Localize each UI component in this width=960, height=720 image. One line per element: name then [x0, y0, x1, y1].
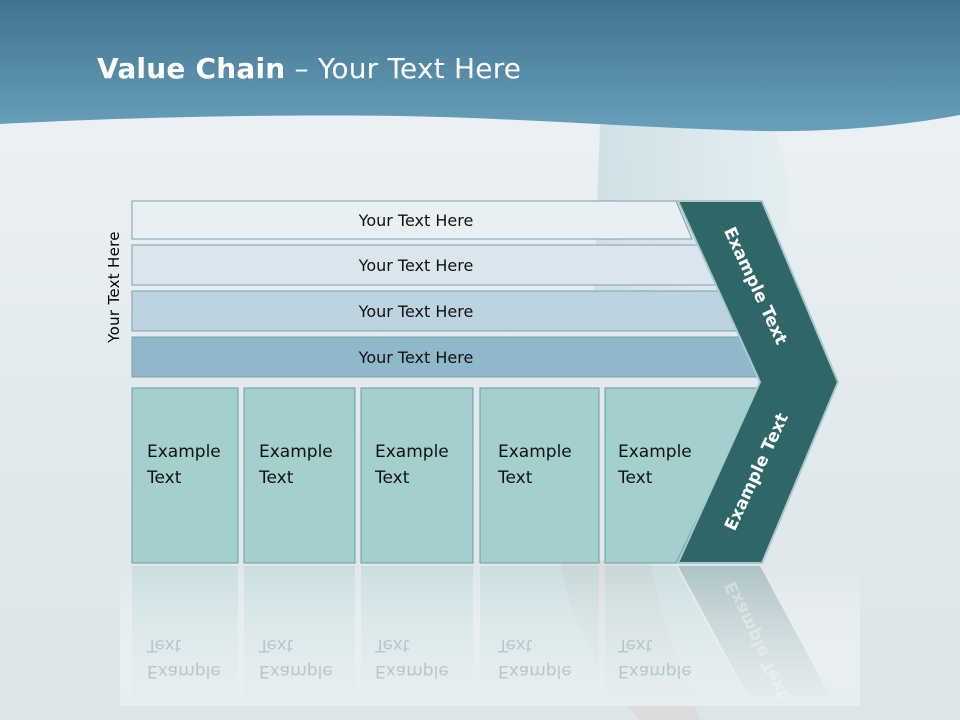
cell-line: Example — [375, 661, 449, 681]
cell-line: Example — [147, 661, 221, 681]
primary-cell-5 — [604, 387, 761, 564]
primary-cell-4 — [479, 387, 600, 564]
cell-line: Example — [259, 442, 333, 462]
title-rest: – Your Text Here — [285, 52, 522, 85]
title-bold: Value Chain — [97, 52, 286, 85]
reflection-text-4: Example Text — [498, 632, 572, 684]
primary-cell-3 — [360, 387, 474, 564]
cell-line: Text — [498, 635, 533, 655]
support-bar-label-2: Your Text Here — [358, 255, 474, 275]
cell-line: Text — [147, 468, 182, 488]
cell-line: Text — [375, 468, 410, 488]
cell-line: Example — [618, 442, 692, 462]
reflection-text-2: Example Text — [259, 632, 333, 684]
cell-line: Example — [375, 442, 449, 462]
reflection-text-3: Example Text — [375, 632, 449, 684]
support-bar-label-4: Your Text Here — [358, 347, 474, 367]
primary-cell-1 — [131, 387, 239, 564]
support-bar-1 — [131, 200, 693, 240]
cell-line: Text — [618, 468, 653, 488]
side-label-text: Your Text Here — [105, 231, 123, 343]
reflection-text-1: Example Text — [147, 632, 221, 684]
cell-line: Example — [259, 661, 333, 681]
reflection-fade — [120, 566, 860, 706]
support-bar-label-1: Your Text Here — [358, 210, 474, 230]
header-band — [0, 0, 960, 132]
cell-line: Example — [147, 442, 221, 462]
slide-title: Value Chain – Your Text Here — [97, 52, 521, 85]
cell-line: Text — [375, 635, 410, 655]
cell-line: Text — [498, 468, 533, 488]
support-bar-label-3: Your Text Here — [358, 301, 474, 321]
cell-line: Text — [259, 468, 294, 488]
reflection-text-5: Example Text — [618, 632, 692, 684]
cell-line: Example — [618, 661, 692, 681]
cell-line: Example — [498, 661, 572, 681]
cell-line: Text — [147, 635, 182, 655]
cell-line: Text — [259, 635, 294, 655]
margin-chevron — [676, 200, 840, 564]
cell-line: Text — [618, 635, 653, 655]
cell-line: Example — [498, 442, 572, 462]
primary-cell-2 — [243, 387, 356, 564]
